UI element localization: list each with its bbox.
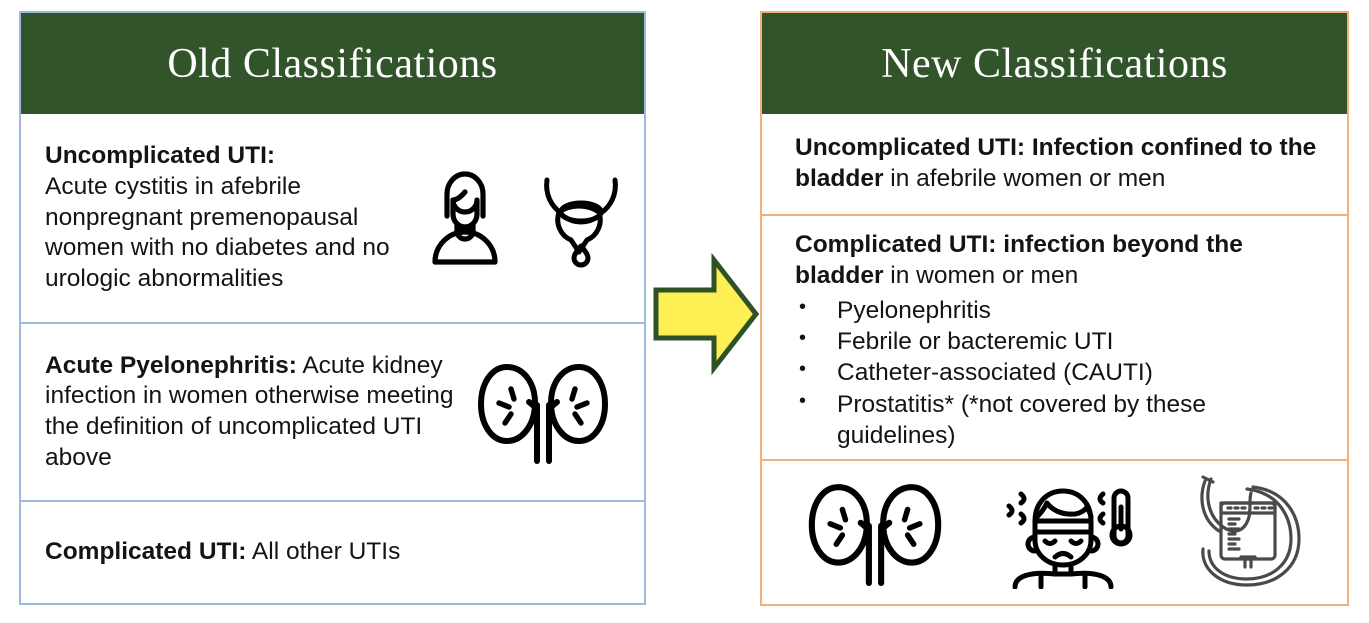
old-row-3-text: Complicated UTI: All other UTIs: [45, 537, 485, 568]
catheter-bag-icon: [1189, 473, 1305, 593]
febrile-patient-icon: [1001, 477, 1133, 589]
new-classifications-header: New Classifications: [762, 13, 1347, 114]
new-row-1-body: in afebrile women or men: [883, 165, 1166, 192]
new-classifications-panel: New Classifications Uncomplicated UTI: I…: [760, 11, 1349, 606]
old-classifications-header: Old Classifications: [21, 13, 644, 114]
old-classifications-panel: Old Classifications Uncomplicated UTI: A…: [19, 11, 646, 605]
new-row-2-bullet-list: Pyelonephritis Febrile or bacteremic UTI…: [795, 295, 1331, 451]
old-row-1-icons: [413, 168, 644, 268]
old-row-2-label: Acute Pyelonephritis:: [45, 351, 297, 379]
right-arrow-icon: [652, 252, 760, 376]
old-row-3-label: Complicated UTI:: [45, 538, 247, 566]
list-item: Catheter-associated (CAUTI): [795, 357, 1331, 388]
old-row-1-text: Uncomplicated UTI: Acute cystitis in afe…: [45, 141, 413, 294]
woman-icon: [423, 170, 507, 266]
new-row-complicated-uti: Complicated UTI: infection beyond the bl…: [762, 214, 1347, 459]
old-row-complicated-uti: Complicated UTI: All other UTIs: [21, 500, 644, 603]
new-row-icons: [762, 459, 1347, 604]
list-item: Febrile or bacteremic UTI: [795, 326, 1331, 357]
new-row-2-label: Complicated UTI: infection beyond the bl…: [795, 231, 1243, 289]
old-row-2-icons: [457, 359, 644, 465]
bladder-icon: [533, 168, 629, 268]
old-row-uncomplicated-uti: Uncomplicated UTI: Acute cystitis in afe…: [21, 114, 644, 322]
list-item: Pyelonephritis: [795, 295, 1331, 326]
old-row-2-text: Acute Pyelonephritis: Acute kidney infec…: [45, 351, 457, 474]
kidneys-icon: [805, 479, 945, 587]
old-row-1-body: Acute cystitis in afebrile nonpregnant p…: [45, 173, 390, 292]
old-classifications-title: Old Classifications: [167, 40, 498, 87]
new-row-1-label: Uncomplicated UTI: Infection confined to…: [795, 134, 1317, 192]
new-classifications-body: Uncomplicated UTI: Infection confined to…: [762, 114, 1347, 604]
new-row-2-text: Complicated UTI: infection beyond the bl…: [795, 216, 1331, 451]
old-row-acute-pyelonephritis: Acute Pyelonephritis: Acute kidney infec…: [21, 322, 644, 500]
old-classifications-body: Uncomplicated UTI: Acute cystitis in afe…: [21, 114, 644, 603]
kidneys-icon: [475, 359, 611, 465]
new-row-1-text: Uncomplicated UTI: Infection confined to…: [795, 133, 1331, 194]
old-row-3-body: All other UTIs: [246, 538, 401, 566]
old-row-2-body: Acute kidney infection in women otherwis…: [45, 351, 454, 471]
list-item: Prostatitis* (*not covered by these guid…: [795, 389, 1331, 451]
new-row-uncomplicated-uti: Uncomplicated UTI: Infection confined to…: [762, 114, 1347, 214]
new-classifications-title: New Classifications: [881, 40, 1228, 87]
old-row-1-label: Uncomplicated UTI:: [45, 142, 276, 170]
new-row-2-body: in women or men: [883, 261, 1079, 289]
new-icon-group: [772, 473, 1337, 593]
